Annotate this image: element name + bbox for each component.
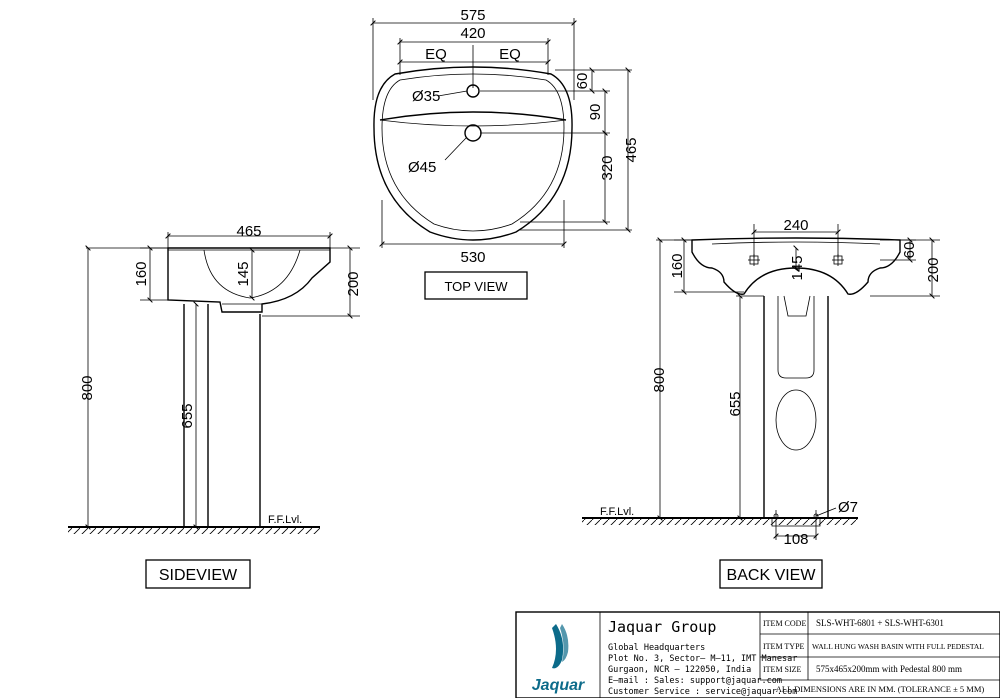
eq-left: EQ: [425, 46, 447, 63]
back-base-108: 108: [783, 531, 808, 548]
address-line-5: Customer Service : service@jaquar.com: [608, 687, 797, 697]
top-view-label: TOP VIEW: [444, 279, 508, 294]
side-bowl-145: 145: [235, 261, 252, 286]
item-type-key: ITEM TYPE: [763, 642, 805, 651]
top-dim-90: 90: [587, 104, 604, 121]
address-line-4: E–mail : Sales: support@jaquar.com: [608, 676, 782, 686]
item-size-key: ITEM SIZE: [763, 665, 802, 674]
top-dim-60: 60: [574, 73, 591, 90]
address-line-1: Global Headquarters: [608, 643, 705, 653]
back-view: 240 145 60 200 160: [582, 217, 942, 589]
tolerance-note: ALL DIMENSIONS ARE IN MM. (TOLERANCE ± 5…: [776, 684, 985, 694]
top-width-420: 420: [460, 25, 485, 42]
back-bowl-145: 145: [789, 255, 806, 280]
item-size-value: 575x465x200mm with Pedestal 800 mm: [816, 664, 962, 674]
item-code-key: ITEM CODE: [763, 619, 806, 628]
back-dim-60: 60: [901, 242, 918, 259]
back-spacing-240: 240: [783, 217, 808, 234]
side-height-200: 200: [345, 271, 362, 296]
hole-45: Ø45: [408, 159, 436, 176]
top-dim-320: 320: [599, 155, 616, 180]
back-total-800: 800: [651, 367, 668, 392]
side-pedestal-655: 655: [179, 403, 196, 428]
top-view: 575 420 EQ EQ Ø35 Ø45 530: [370, 7, 640, 300]
side-floor-label: F.F.Lvl.: [268, 514, 302, 526]
address-line-3: Gurgaon, NCR – 122050, India: [608, 665, 751, 675]
address-line-2: Plot No. 3, Sector– M–11, IMT Manesar: [608, 654, 797, 664]
back-pedestal-655: 655: [727, 391, 744, 416]
title-block: Jaquar Jaquar Group Global Headquarters …: [515, 611, 1000, 698]
side-height-160: 160: [133, 261, 150, 286]
back-hole-7: Ø7: [838, 499, 858, 516]
back-view-label: BACK VIEW: [727, 567, 817, 584]
side-depth-465: 465: [236, 223, 261, 240]
back-floor-label: F.F.Lvl.: [600, 506, 634, 518]
side-view: 465 145 160 200 800 655 F.F.Lvl.: [68, 223, 362, 589]
eq-right: EQ: [499, 46, 521, 63]
hole-35: Ø35: [412, 88, 440, 105]
top-width-575: 575: [460, 7, 485, 24]
side-view-label: SIDEVIEW: [159, 567, 238, 584]
side-total-800: 800: [79, 375, 96, 400]
back-height-200: 200: [925, 257, 942, 282]
item-code-value: SLS-WHT-6801 + SLS-WHT-6301: [816, 618, 944, 628]
top-dim-465: 465: [623, 137, 640, 162]
jaquar-logo: Jaquar: [532, 624, 585, 694]
item-type-value: WALL HUNG WASH BASIN WITH FULL PEDESTAL: [812, 642, 984, 651]
company-name: Jaquar Group: [608, 618, 716, 636]
logo-wordmark: Jaquar: [532, 677, 585, 694]
back-height-160: 160: [669, 253, 686, 278]
bottom-width-530: 530: [460, 249, 485, 266]
